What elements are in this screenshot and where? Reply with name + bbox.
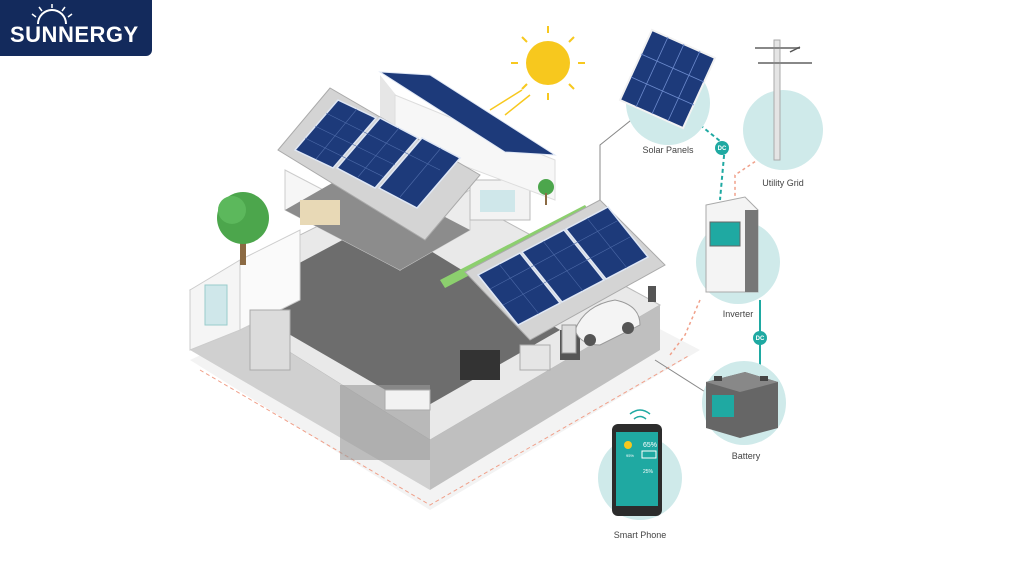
solar-panels-node[interactable]: Solar Panels [618, 28, 717, 155]
brand-logo[interactable]: SUNNERGY [0, 0, 152, 56]
wifi-icon [629, 409, 651, 415]
inverter-label: Inverter [723, 309, 754, 319]
battery-node[interactable]: Battery [702, 361, 786, 461]
sun-icon [489, 26, 585, 116]
utility-grid-node[interactable]: Utility Grid [743, 39, 823, 188]
house-illustration [188, 71, 666, 490]
svg-text:DC: DC [756, 336, 765, 342]
solar-panels-label: Solar Panels [642, 145, 694, 155]
smart-phone-node[interactable]: 65% 95% 25% Smart Phone [598, 409, 682, 540]
dc-badge-bottom: DC [753, 331, 767, 345]
phone-percent-bottom: 25% [643, 469, 654, 475]
phone-percent-small: 95% [626, 453, 634, 458]
smart-phone-label: Smart Phone [614, 530, 667, 540]
utility-grid-label: Utility Grid [762, 178, 804, 188]
sun-logo-icon [31, 4, 73, 24]
dc-badge-top: DC [715, 141, 729, 155]
brand-name: SUNNERGY [10, 22, 139, 47]
phone-percent-top: 65% [643, 442, 657, 449]
inverter-node[interactable]: Inverter [696, 196, 780, 319]
ground-wire [199, 354, 691, 506]
battery-label: Battery [732, 451, 761, 461]
svg-text:DC: DC [718, 146, 727, 152]
